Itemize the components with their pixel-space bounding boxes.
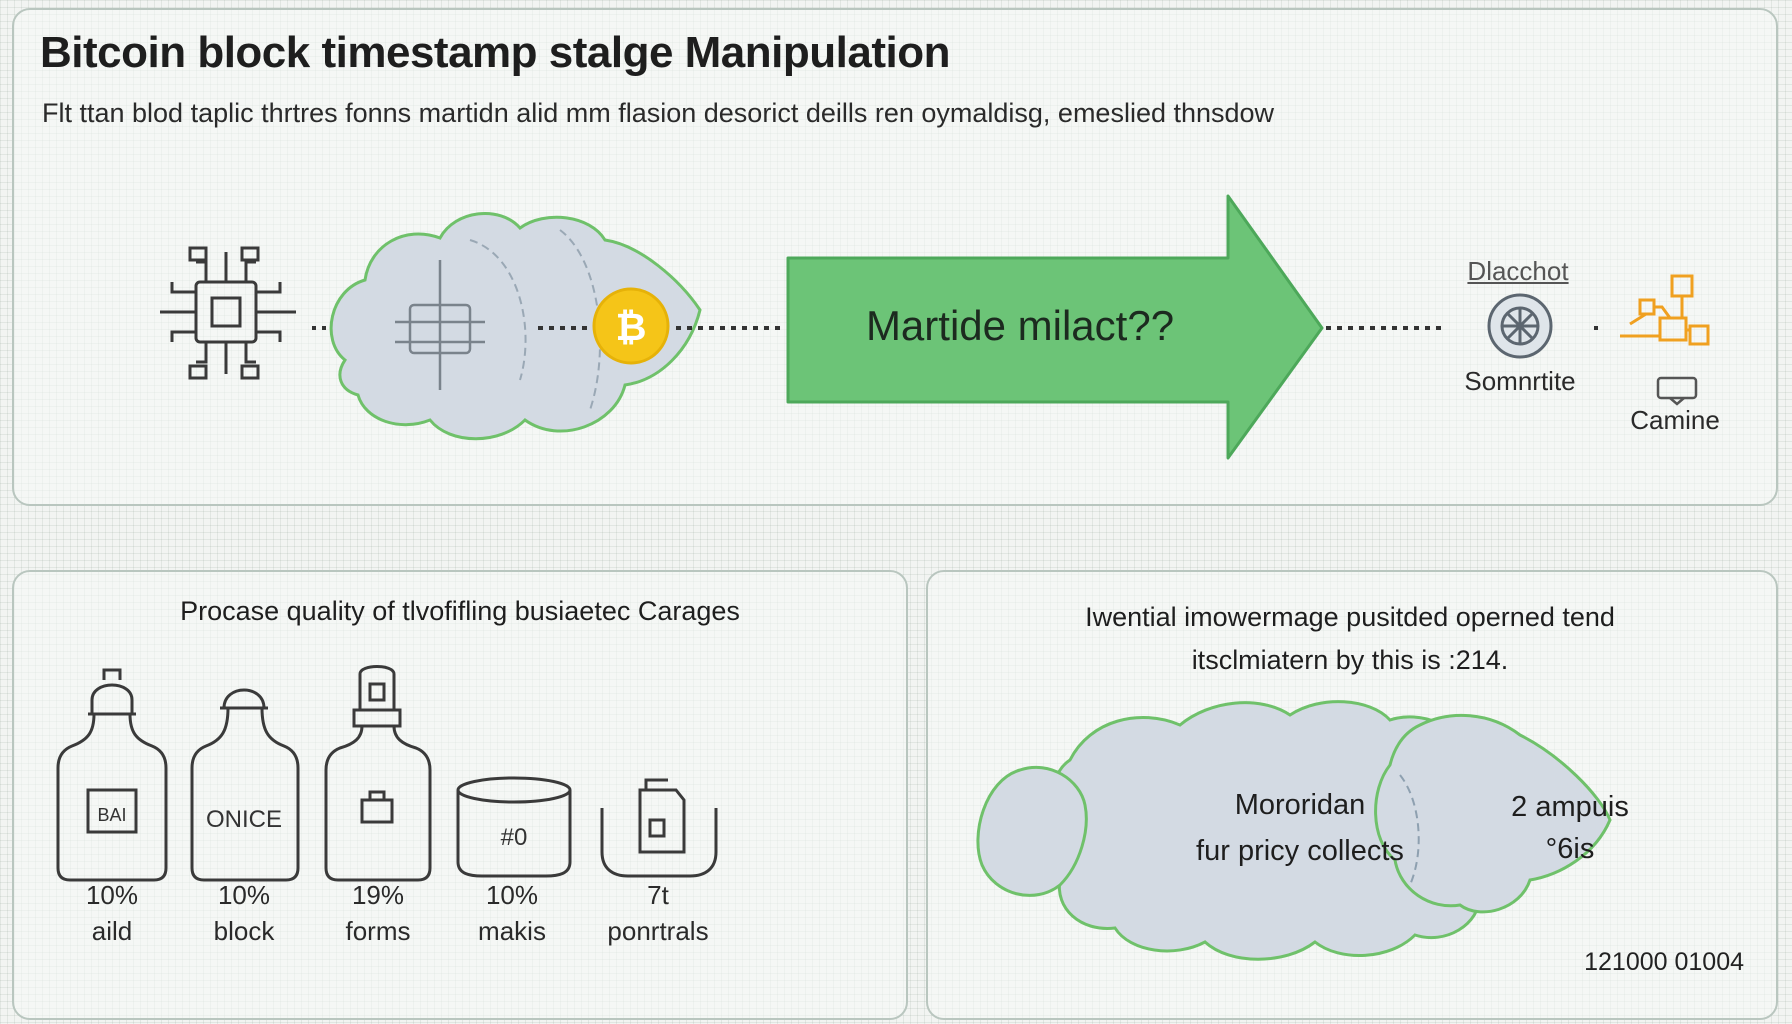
item-inner-label: #0 (500, 824, 528, 851)
cloud-side-line2: °6is (1545, 833, 1595, 865)
item-percent: 19% (351, 880, 405, 910)
item-name: makis (478, 916, 546, 946)
item-inner-label: BAI (97, 805, 127, 825)
quality-icons (56, 665, 718, 882)
estimate-heading: Iwential imowermage pusitded operned ten… (940, 596, 1760, 682)
circuit-chip-icon (160, 246, 296, 380)
item-percent: 7t (647, 880, 669, 910)
cloud-side-line1: 2 ampuis (1511, 791, 1629, 823)
cloud-main-line1: Mororidan (1234, 789, 1366, 821)
container-icon (456, 776, 572, 878)
page-subtitle: Flt ttan blod taplic thrtres fonns marti… (42, 98, 1275, 128)
bottle-helmet-icon (56, 668, 168, 882)
node-title-label: Dlacchot (1467, 256, 1569, 286)
globe-node-icon (1487, 293, 1553, 359)
item-percent: 10% (85, 880, 139, 910)
camine-label: Camine (1630, 405, 1720, 435)
flow-diagram: ₿ (160, 194, 1710, 460)
estimate-heading-line1: Iwential imowermage pusitded operned ten… (1085, 602, 1615, 632)
page-title: Bitcoin block timestamp stalge Manipulat… (40, 28, 950, 77)
item-name: forms (345, 916, 411, 946)
cloud-main-text: Mororidan fur pricy collects (1160, 782, 1440, 874)
flow-arrow (786, 194, 1324, 460)
bottle-lamp-icon (324, 665, 432, 882)
quality-heading: Procase quality of tlvofifling busiaetec… (180, 596, 740, 626)
footer-code: 121000 01004 (1584, 948, 1744, 976)
monitor-icon (1656, 376, 1698, 406)
arrow-label: Martide milact?? (865, 302, 1175, 349)
bottle-dome-icon (190, 688, 300, 882)
cloud-side-text: 2 ampuis °6is (1480, 786, 1660, 870)
bitcoin-coin-icon: ₿ (592, 287, 670, 365)
network-nodes-icon (1620, 274, 1710, 346)
node-subtitle-label: Somnrtite (1464, 366, 1576, 396)
item-inner-label: ONICE (205, 806, 282, 833)
item-name: ponrtrals (607, 916, 709, 946)
estimate-clouds (976, 700, 1612, 961)
item-name: aild (91, 916, 133, 946)
item-percent: 10% (485, 880, 539, 910)
cloud-chip-icon (329, 212, 702, 441)
item-name: block (213, 916, 275, 946)
item-percent: 10% (217, 880, 271, 910)
bitcoin-symbol: ₿ (616, 305, 647, 349)
cloud-side-icon (1374, 713, 1612, 914)
tray-device-icon (600, 778, 718, 878)
estimate-heading-line2: itsclmiatern by this is :214. (1191, 645, 1509, 675)
cloud-main-line2: fur pricy collects (1196, 835, 1404, 867)
